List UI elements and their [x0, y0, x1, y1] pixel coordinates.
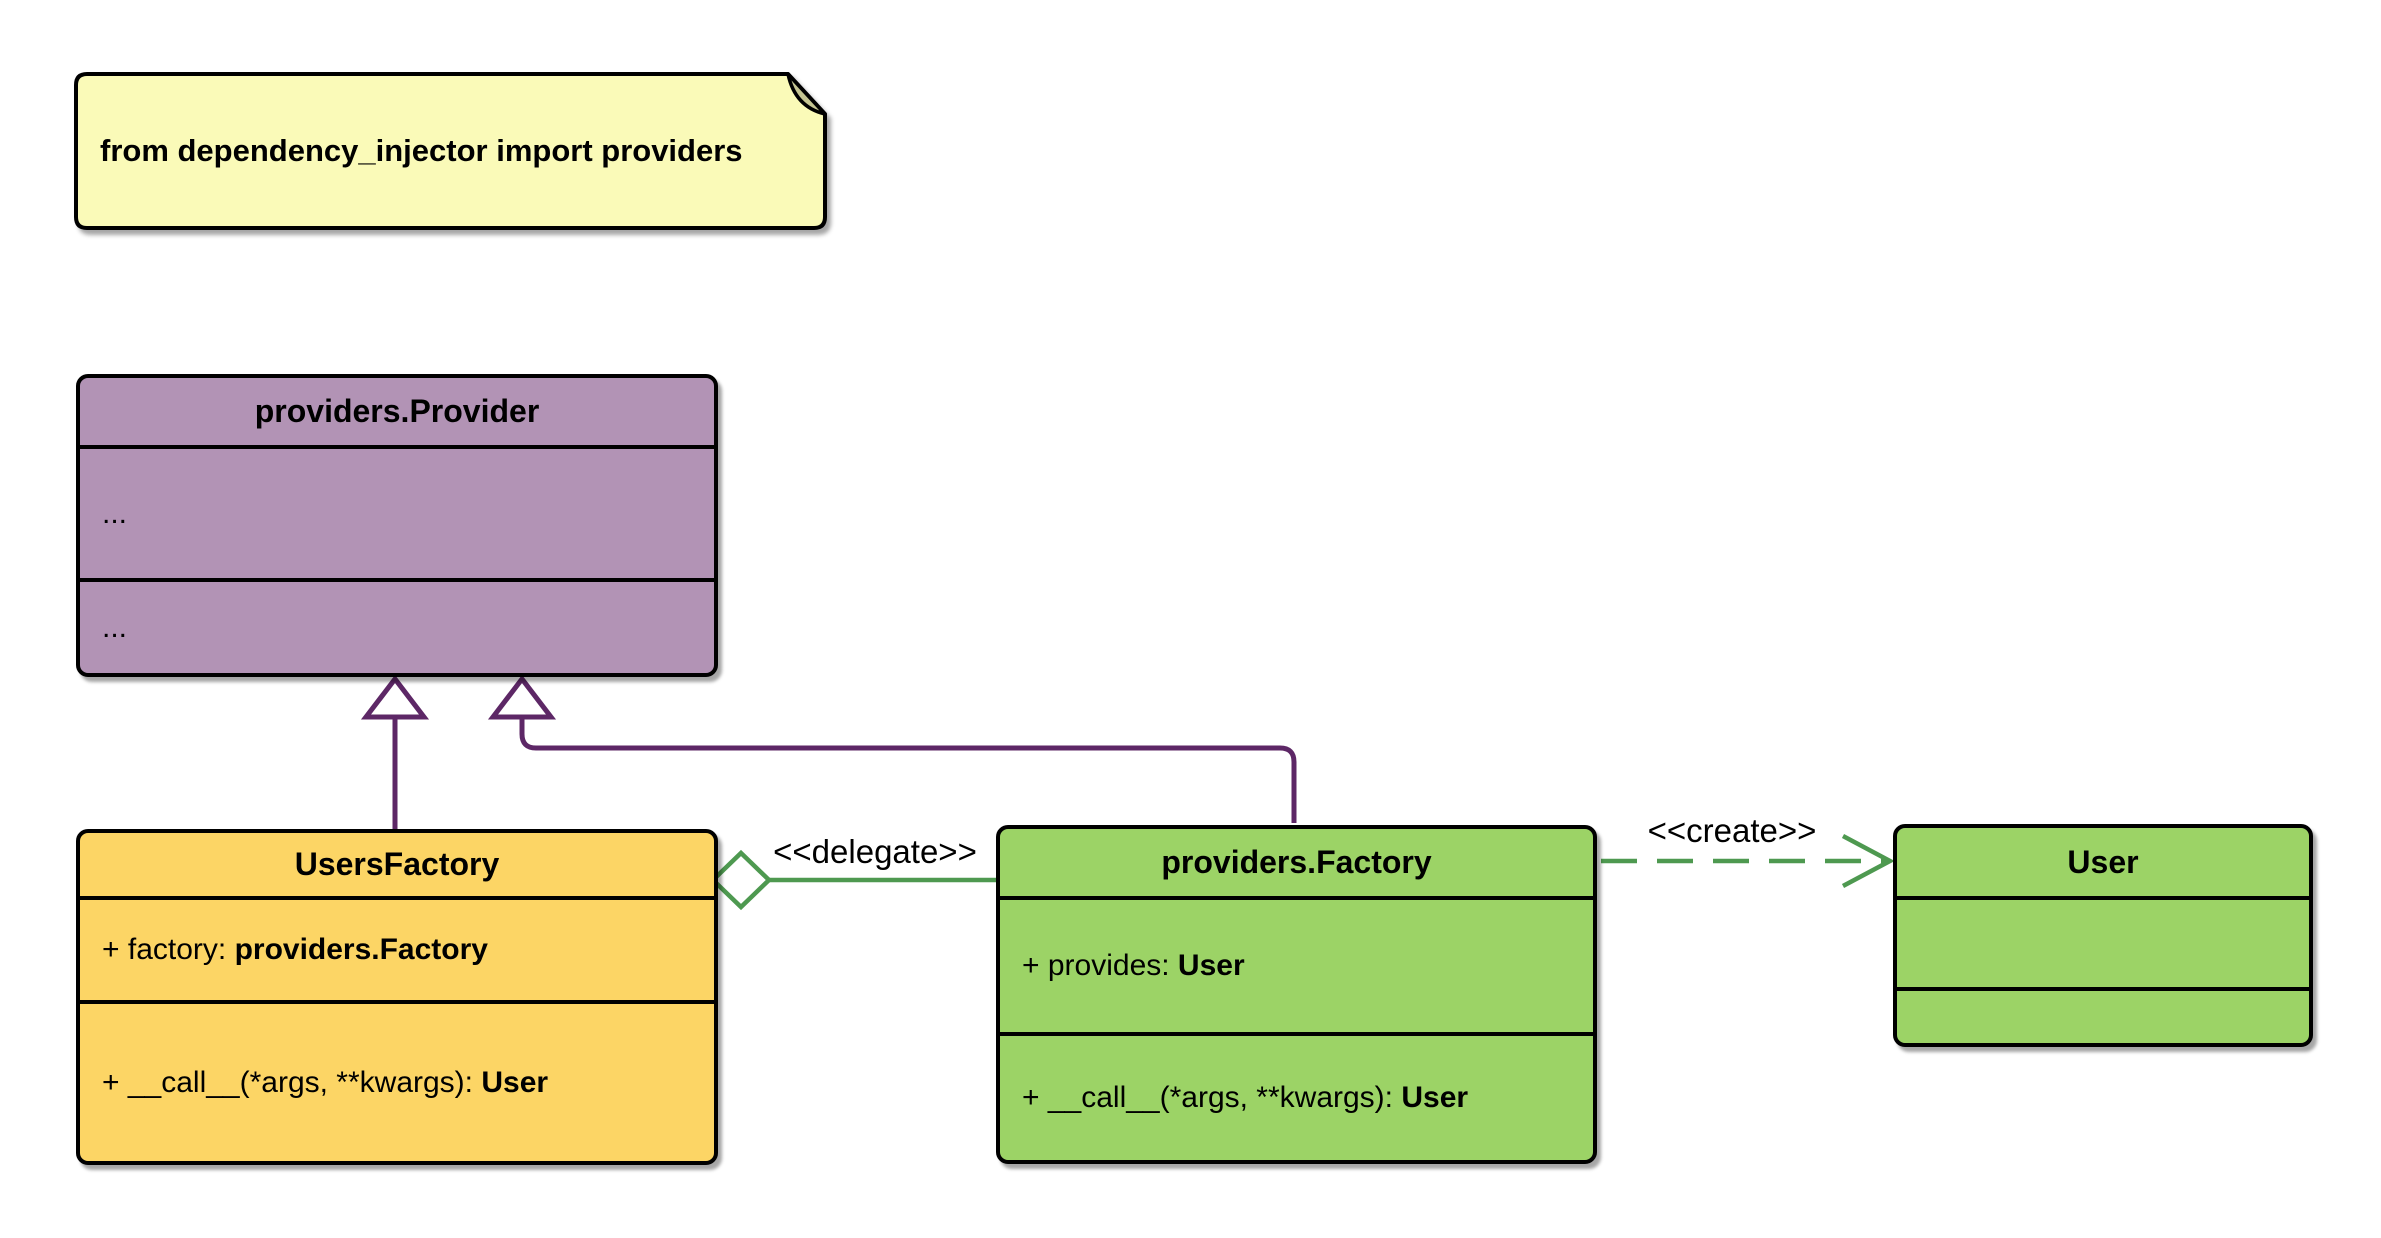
methods-compartment: + __call__(*args, **kwargs): User	[80, 1000, 714, 1161]
note-fold-corner	[786, 72, 827, 116]
inheritance-arrowhead-factory	[487, 674, 557, 720]
method-text: + __call__(*args, **kwargs): User	[1022, 1081, 1469, 1114]
class-user: User	[1893, 824, 2313, 1047]
attributes-compartment: ...	[80, 445, 714, 578]
attributes-compartment	[1897, 896, 2309, 987]
inheritance-arrowhead-usersfactory	[360, 674, 430, 720]
class-title: providers.Provider	[254, 393, 540, 429]
methods-compartment: ...	[80, 578, 714, 673]
methods-compartment: + __call__(*args, **kwargs): User	[1000, 1032, 1593, 1160]
class-providers-factory: providers.Factory + provides: User + __c…	[996, 825, 1597, 1164]
note-text: from dependency_injector import provider…	[100, 133, 743, 168]
class-usersfactory: UsersFactory + factory: providers.Factor…	[76, 829, 718, 1165]
attribute-text: + provides: User	[1022, 949, 1245, 982]
note-shape	[74, 72, 827, 230]
class-title: User	[2067, 843, 2139, 880]
attribute-text: + factory: providers.Factory	[102, 933, 488, 966]
create-edge-label: <<create>>	[1647, 812, 1817, 849]
class-title: UsersFactory	[294, 846, 500, 882]
attributes-compartment: + factory: providers.Factory	[80, 896, 714, 1000]
inheritance-line-factory	[519, 717, 1297, 823]
create-arrowhead	[1841, 834, 1895, 888]
aggregation-diamond	[709, 849, 773, 911]
delegate-edge-label: <<delegate>>	[773, 833, 977, 870]
attributes-compartment: + provides: User	[1000, 896, 1593, 1032]
class-title: providers.Factory	[1161, 844, 1432, 880]
method-text: + __call__(*args, **kwargs): User	[102, 1065, 549, 1099]
note: from dependency_injector import provider…	[74, 72, 827, 230]
attribute-text: ...	[102, 496, 128, 530]
methods-compartment	[1897, 987, 2309, 1043]
class-providers-provider: providers.Provider ... ...	[76, 374, 718, 677]
method-text: ...	[102, 610, 128, 644]
note-body-shape	[74, 72, 827, 230]
